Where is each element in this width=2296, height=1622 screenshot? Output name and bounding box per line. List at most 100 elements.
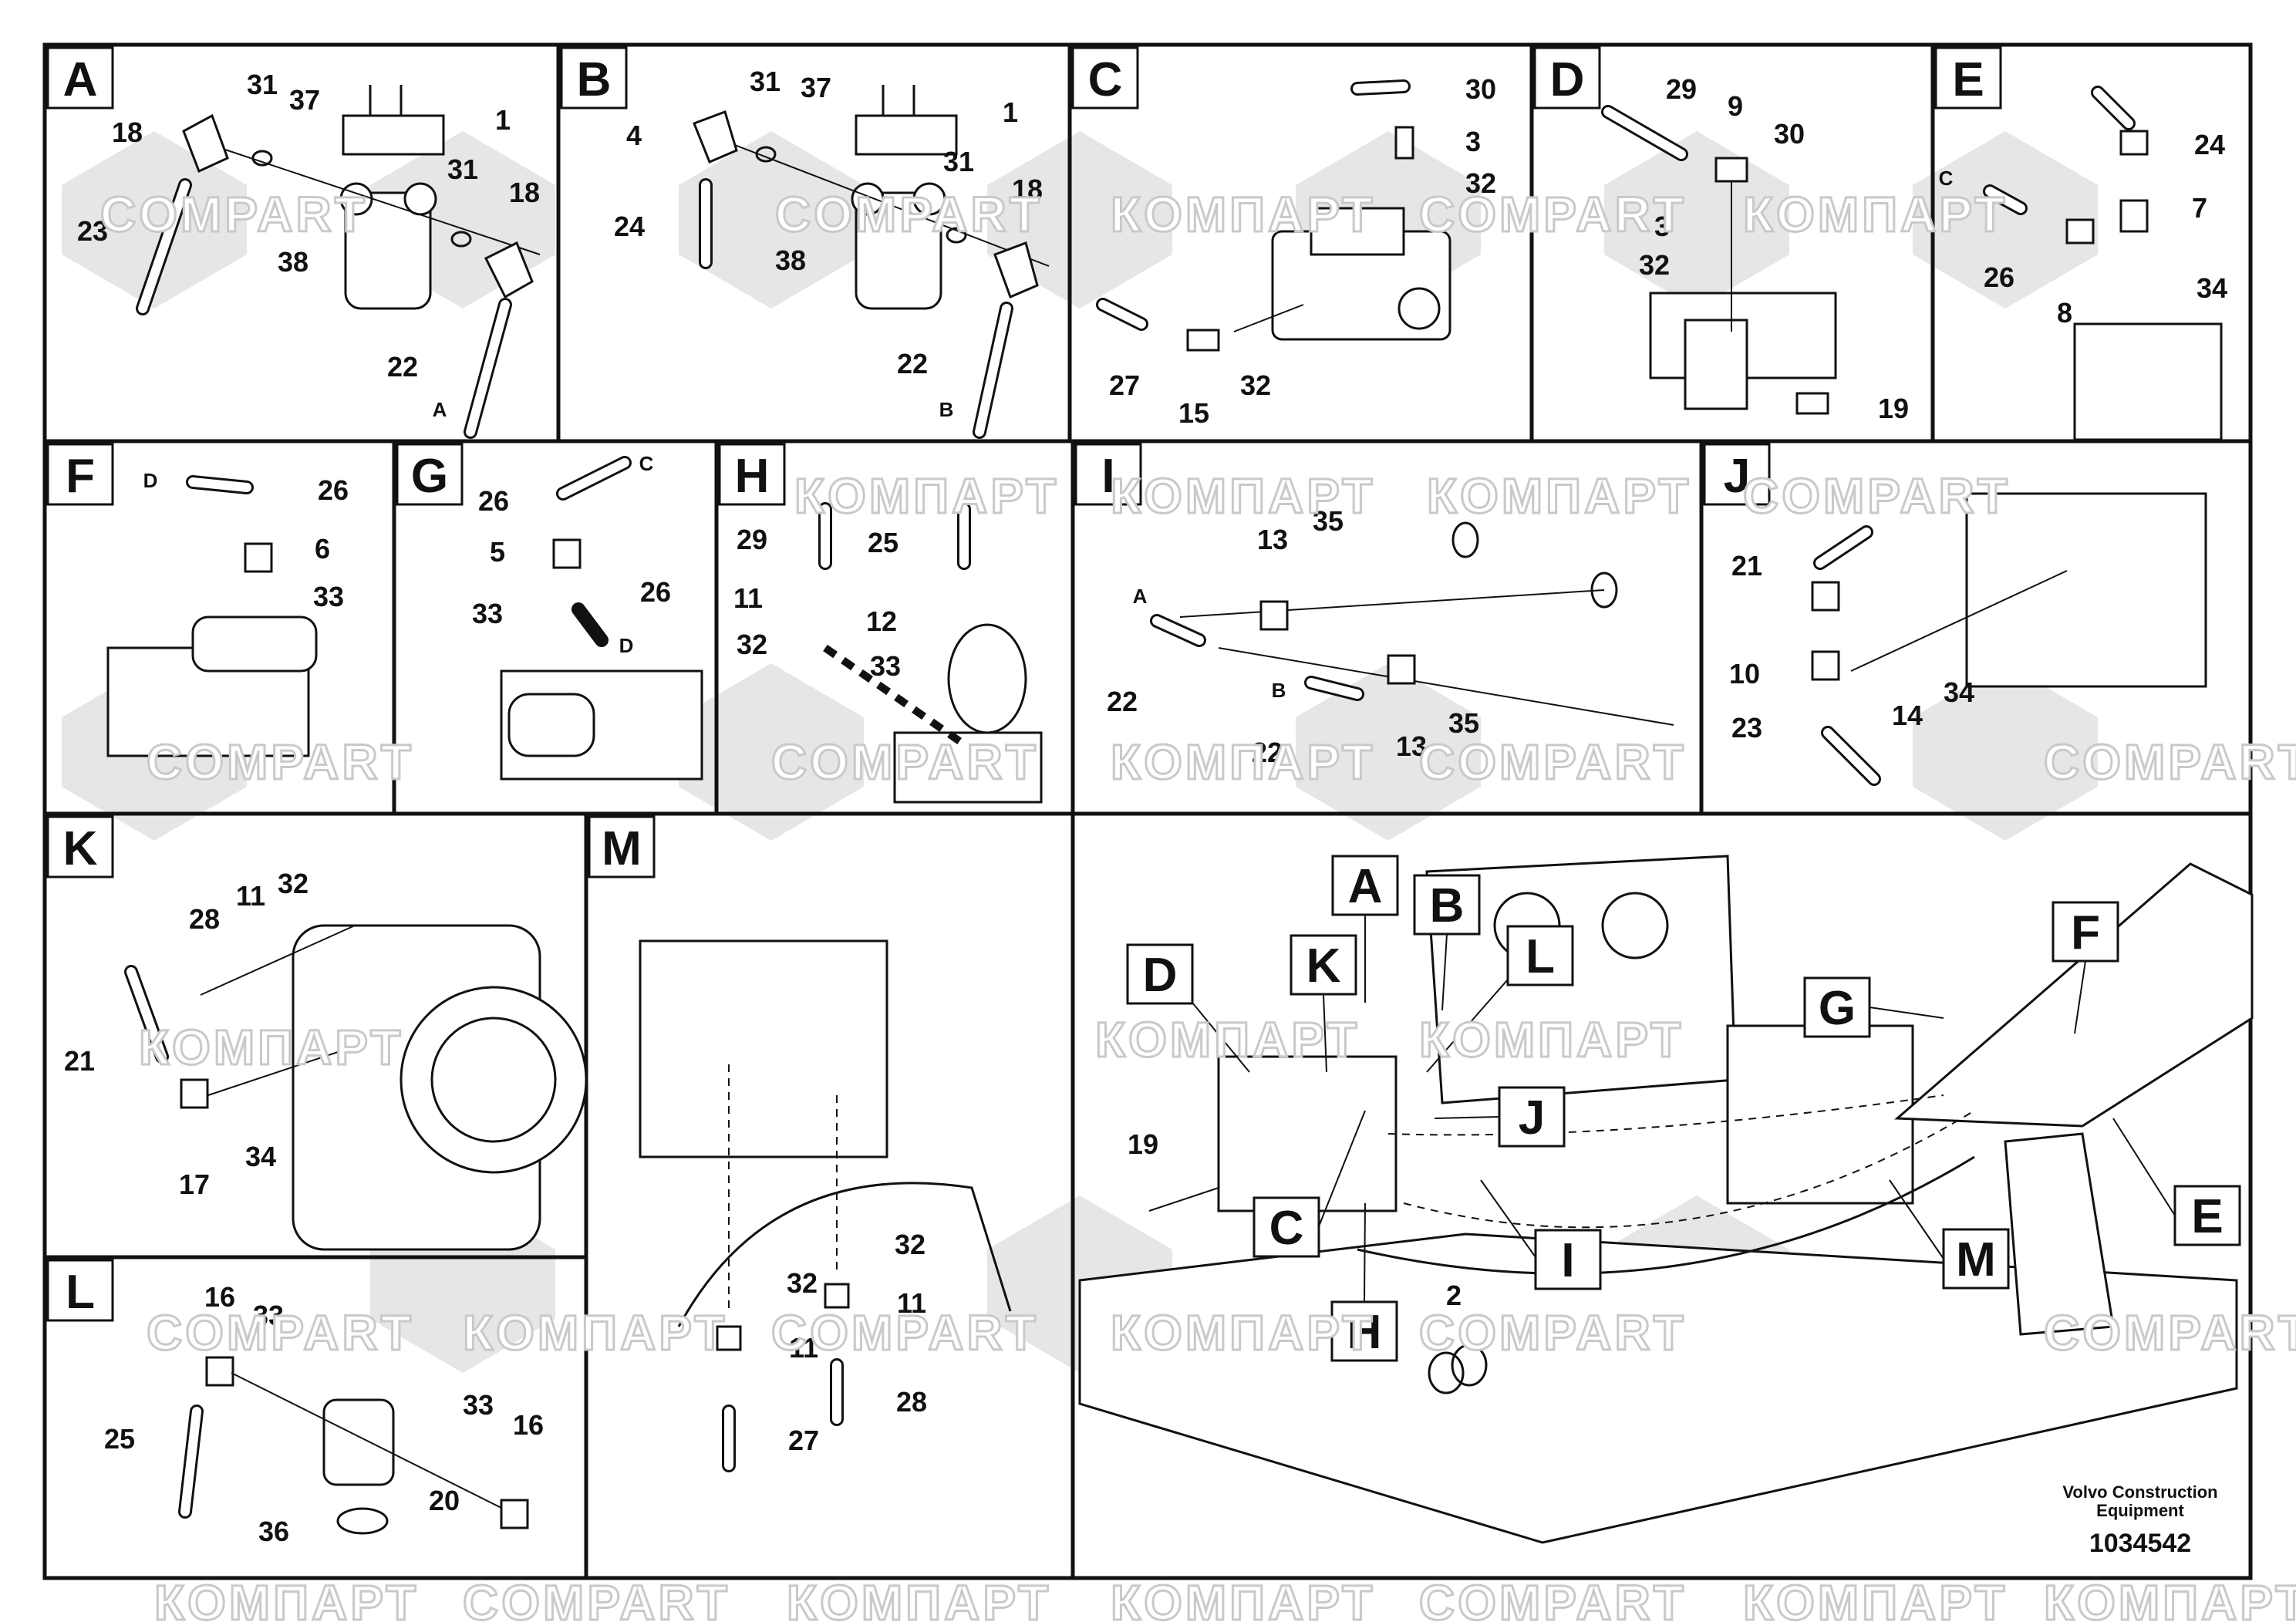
overview-tag-K: K bbox=[1290, 934, 1357, 996]
panel-d-drawing bbox=[1601, 105, 1837, 415]
callout: 1 bbox=[1003, 96, 1018, 128]
panel-l-drawing bbox=[178, 1356, 529, 1535]
callout: 14 bbox=[1892, 700, 1923, 731]
watermark: КОМПАРТ bbox=[1111, 1305, 1375, 1361]
panel-tag-J: J bbox=[1703, 443, 1771, 506]
watermark: КОМПАРТ bbox=[1111, 734, 1375, 790]
watermark: КОМПАРТ bbox=[139, 1020, 403, 1075]
overview-tag-I-label: I bbox=[1561, 1234, 1574, 1287]
callout: 11 bbox=[789, 1332, 818, 1364]
watermark: COMPART bbox=[1419, 734, 1687, 790]
panel-tag-H-label: H bbox=[735, 450, 770, 503]
callout: C bbox=[1939, 167, 1954, 190]
callout: 9 bbox=[1728, 90, 1743, 122]
callout: 31 bbox=[943, 146, 974, 177]
callout: 36 bbox=[258, 1516, 289, 1547]
panel-tag-F: F bbox=[46, 443, 114, 506]
panel-tag-D: D bbox=[1533, 46, 1601, 110]
callout: 18 bbox=[112, 116, 143, 148]
callout: 10 bbox=[1729, 658, 1760, 690]
callout: 17 bbox=[179, 1168, 210, 1200]
callout: 3 bbox=[1654, 211, 1670, 242]
overview-tag-H-label: H bbox=[1347, 1306, 1382, 1359]
overview-tag-C: C bbox=[1253, 1196, 1320, 1258]
panel-tag-M: M bbox=[588, 815, 656, 878]
panel-tag-L: L bbox=[46, 1259, 114, 1322]
panel-tag-I-label: I bbox=[1101, 450, 1114, 503]
watermark: КОМПАРТ bbox=[794, 468, 1059, 524]
callout: 33 bbox=[463, 1389, 494, 1421]
callout: 32 bbox=[895, 1229, 925, 1260]
overview-tag-E-label: E bbox=[2191, 1190, 2223, 1243]
callout: 33 bbox=[253, 1300, 284, 1331]
callout: 3 bbox=[1465, 126, 1481, 157]
watermark: КОМПАРТ bbox=[1427, 468, 1691, 524]
panel-frames bbox=[42, 42, 2253, 1580]
watermark: КОМПАРТ bbox=[1743, 1575, 2008, 1622]
swivel-joint bbox=[2004, 1132, 2115, 1336]
callout: 20 bbox=[429, 1485, 460, 1516]
drawing-number: 1034542 bbox=[2089, 1529, 2191, 1558]
watermark: COMPART bbox=[1419, 1305, 1687, 1361]
callout: 24 bbox=[614, 211, 645, 242]
panel-tag-B-label: B bbox=[577, 53, 612, 106]
callout: 32 bbox=[1639, 249, 1670, 281]
control-valve-stack bbox=[639, 939, 888, 1158]
watermark: КОМПАРТ bbox=[1111, 1575, 1375, 1622]
panel-a-drawing bbox=[136, 85, 541, 439]
watermark: COMPART bbox=[1743, 468, 2011, 524]
footer: Volvo Construction Equipment 1034542 bbox=[2062, 1482, 2217, 1558]
brand-line-2: Equipment bbox=[2096, 1501, 2184, 1520]
watermark: КОМПАРТ bbox=[1111, 468, 1375, 524]
overview-tag-L-label: L bbox=[1526, 930, 1555, 983]
callout: D bbox=[143, 469, 158, 492]
brand-line-1: Volvo Construction bbox=[2062, 1482, 2217, 1502]
callout: 25 bbox=[868, 527, 899, 558]
panel-j-callouts: 21 10 14 34 23 bbox=[1729, 550, 1974, 744]
watermark: COMPART bbox=[463, 1575, 730, 1622]
callout: 34 bbox=[1944, 676, 1974, 708]
callout: 21 bbox=[1731, 550, 1762, 582]
overview-tag-J: J bbox=[1498, 1086, 1566, 1148]
callout: 2 bbox=[1446, 1280, 1462, 1311]
watermark: COMPART bbox=[771, 734, 1039, 790]
callout: 18 bbox=[1012, 174, 1043, 205]
watermark: КОМПАРТ bbox=[1419, 1012, 1684, 1067]
panel-c-drawing bbox=[1096, 79, 1451, 352]
callout: 33 bbox=[870, 650, 901, 682]
callout: 21 bbox=[64, 1045, 95, 1077]
callout: 22 bbox=[1252, 737, 1283, 768]
panel-m-callouts: 32 32 11 11 28 27 bbox=[787, 1229, 927, 1456]
callout: 27 bbox=[788, 1425, 819, 1456]
overview-tag-E: E bbox=[2173, 1185, 2241, 1246]
overview-tag-F-label: F bbox=[2071, 906, 2100, 959]
main-pump bbox=[1217, 1055, 1397, 1212]
panel-i-callouts: 13 35 A 22 B 22 13 35 bbox=[1107, 505, 1479, 768]
filter-head bbox=[322, 1398, 395, 1486]
watermark: COMPART bbox=[771, 1305, 1039, 1361]
callout: 32 bbox=[1465, 167, 1496, 199]
callout: 30 bbox=[1774, 118, 1805, 150]
callout: 16 bbox=[513, 1409, 544, 1441]
callout: A bbox=[1133, 585, 1148, 608]
panel-tags: A B C D E F G H I J K L M bbox=[46, 46, 2002, 1322]
callout: B bbox=[1272, 679, 1286, 702]
callout: C bbox=[639, 452, 654, 475]
panel-b-drawing bbox=[693, 85, 1050, 439]
overview-tag-M-label: M bbox=[1956, 1233, 1996, 1286]
callout: 37 bbox=[289, 84, 320, 116]
overview-tag-H: H bbox=[1330, 1300, 1398, 1362]
callout: 30 bbox=[1465, 73, 1496, 105]
panel-e-callouts: 24 C 7 26 8 34 bbox=[1939, 129, 2227, 329]
overview-tag-G: G bbox=[1803, 976, 1871, 1038]
callout: 37 bbox=[801, 72, 831, 103]
panel-tag-F-label: F bbox=[66, 450, 95, 503]
panel-tag-A-label: A bbox=[63, 53, 98, 106]
overview-callouts: 19 2 bbox=[1128, 1128, 1462, 1311]
watermark: COMPART bbox=[147, 734, 414, 790]
callout: 11 bbox=[236, 880, 265, 912]
watermark: КОМПАРТ bbox=[787, 1575, 1051, 1622]
overview-tag-A: A bbox=[1331, 855, 1399, 916]
callout: 28 bbox=[896, 1386, 927, 1418]
overview-tag-D-label: D bbox=[1143, 949, 1178, 1002]
